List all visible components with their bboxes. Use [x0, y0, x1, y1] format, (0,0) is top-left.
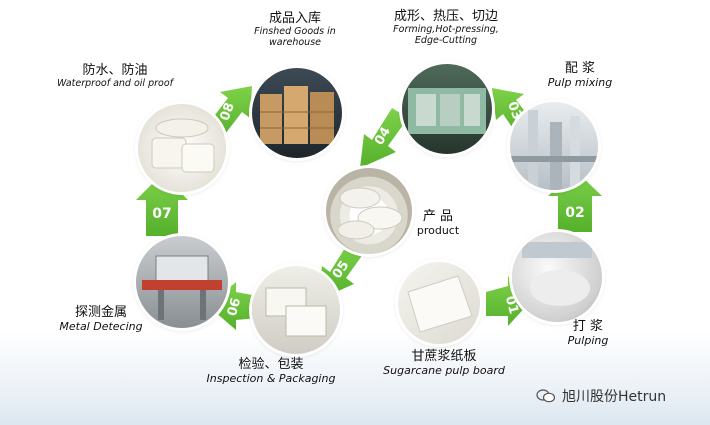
wechat-icon [536, 389, 556, 403]
label-waterproof-en: Waterproof and oil proof [56, 77, 173, 89]
label-pulp-mixing-en: Pulp mixing [547, 75, 613, 89]
label-pulping-zh: 打 浆 [572, 319, 604, 334]
label-pulping-en: Pulping [567, 333, 609, 347]
watermark-text: 旭川股份Hetrun [562, 389, 667, 405]
arrow-04: 04 [360, 108, 408, 168]
watermark: 旭川股份Hetrun [536, 386, 666, 406]
photo-sugarcane-pulp-board [398, 262, 480, 344]
photo-pulp-mixing [510, 102, 598, 190]
label-inspection-packaging: 检验、包装 Inspection & Packaging [196, 357, 346, 386]
label-sugarcane-pulp-board: 甘蔗浆纸板 Sugarcane pulp board [374, 349, 514, 378]
label-finished-goods-zh: 成品入库 [268, 11, 321, 26]
arrow-06-number: 06 [225, 296, 244, 317]
label-metal-detecting-en: Metal Detecing [59, 319, 143, 333]
arrow-01-number: 01 [502, 294, 521, 315]
label-sugarcane-pulp-board-en: Sugarcane pulp board [383, 363, 505, 377]
label-finished-goods-en: Finshed Goods in [254, 25, 336, 37]
photo-pulping [512, 232, 602, 322]
label-forming-hot-pressing: 成形、热压、切边 Forming,Hot-pressing, Edge-Cutt… [366, 9, 526, 47]
label-forming-en2: Edge-Cutting [414, 34, 478, 46]
label-inspection-en: Inspection & Packaging [206, 371, 336, 385]
photo-waterproof-oil-proof [138, 104, 226, 192]
center-label-zh: 产 品 [422, 209, 454, 224]
arrow-03-number: 03 [504, 100, 524, 122]
arrow-01: 01 [486, 276, 530, 326]
label-metal-detecting-zh: 探测金属 [74, 305, 127, 320]
arrow-06: 06 [208, 282, 258, 330]
label-finished-goods-en2: warehouse [269, 36, 321, 48]
label-inspection-zh: 检验、包装 [238, 357, 304, 372]
arrow-08-number: 08 [218, 101, 238, 123]
photo-inspection-packaging [252, 266, 340, 354]
photo-finished-goods-warehouse [252, 68, 342, 158]
label-finished-goods: 成品入库 Finshed Goods in warehouse [230, 11, 360, 49]
label-forming-en: Forming,Hot-pressing, [393, 23, 499, 35]
center-label: 产 品 product [408, 209, 468, 238]
label-waterproof: 防水、防油 Waterproof and oil proof [40, 63, 190, 90]
label-pulp-mixing-zh: 配 浆 [564, 61, 596, 76]
arrow-02-number: 02 [565, 205, 584, 221]
photo-product [326, 168, 412, 254]
label-metal-detecting: 探测金属 Metal Detecing [46, 305, 156, 334]
label-pulp-mixing: 配 浆 Pulp mixing [530, 61, 630, 90]
photo-metal-detecting [136, 236, 228, 328]
label-waterproof-zh: 防水、防油 [82, 63, 148, 78]
arrow-07-number: 07 [152, 206, 171, 222]
center-label-en: product [416, 223, 460, 237]
photo-forming-hot-pressing [402, 64, 492, 154]
label-pulping: 打 浆 Pulping [548, 319, 628, 348]
label-forming-zh: 成形、热压、切边 [393, 9, 498, 24]
label-sugarcane-pulp-board-zh: 甘蔗浆纸板 [411, 349, 477, 364]
